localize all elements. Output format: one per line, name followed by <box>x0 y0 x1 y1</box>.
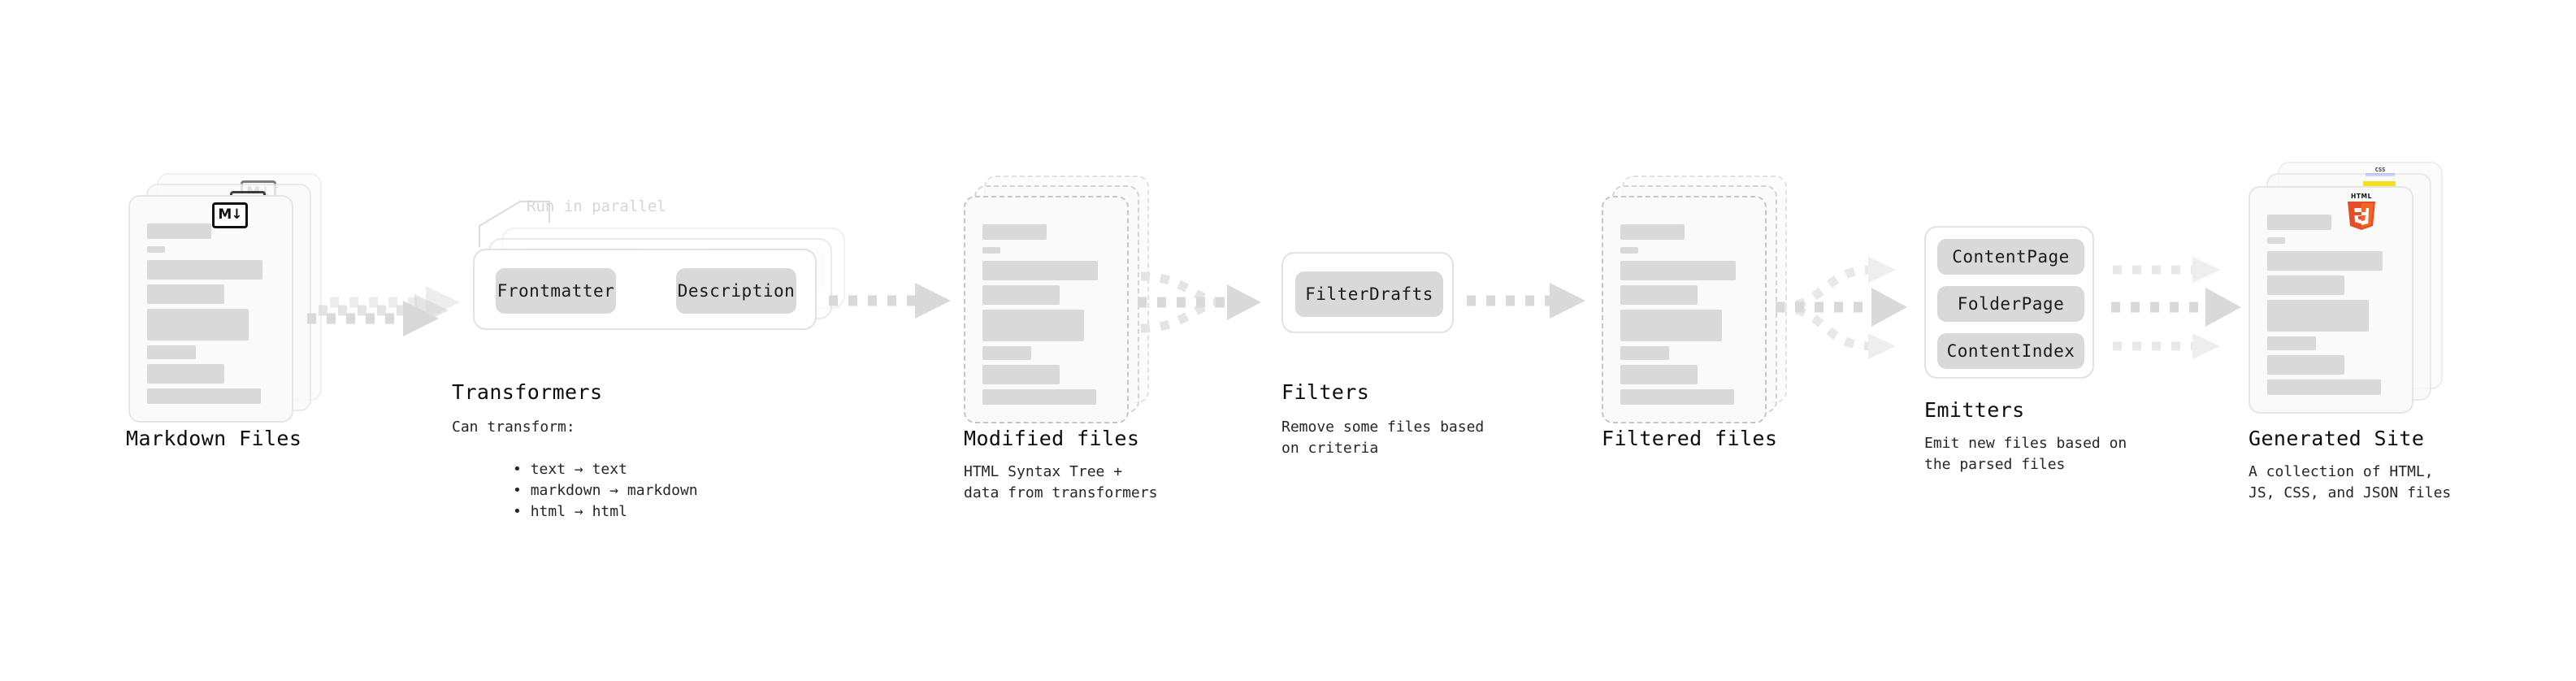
file-bar <box>982 224 1047 240</box>
file-bar <box>982 346 1031 360</box>
transformers-bullet-1-label: markdown → markdown <box>530 482 698 500</box>
stage-title-emitters: Emitters <box>1924 398 2025 422</box>
file-bar <box>2267 215 2331 230</box>
emitter-chip-folderpage-label: FolderPage <box>1957 294 2065 314</box>
transformers-bullet-1: • markdown → markdown <box>460 459 698 523</box>
file-bar <box>2267 275 2344 295</box>
filters-group: FilterDrafts <box>1281 252 1454 333</box>
stage-title-filters: Filters <box>1281 380 1370 404</box>
transformer-chip-description[interactable]: Description <box>676 268 796 314</box>
svg-text:HTML: HTML <box>2351 193 2372 200</box>
file-bar <box>147 388 261 404</box>
file-bar <box>1620 224 1685 240</box>
file-bar <box>982 261 1098 280</box>
generated-site-subtitle: A collection of HTML, JS, CSS, and JSON … <box>2249 463 2452 502</box>
stage-title-markdown-files: Markdown Files <box>126 427 302 450</box>
transformer-chip-description-label: Description <box>677 281 796 301</box>
markdown-badge: M↓ <box>212 202 248 228</box>
arrow-filters-to-filtered <box>1467 276 1613 325</box>
file-bar <box>982 365 1060 384</box>
arrow-transformers-to-modified <box>829 276 975 325</box>
file-bar <box>2267 300 2369 332</box>
emitter-chip-contentindex-label: ContentIndex <box>1946 341 2075 361</box>
file-bar <box>982 389 1096 405</box>
file-bar <box>982 310 1084 341</box>
arrow-emitters-to-site <box>2111 244 2274 374</box>
file-bar <box>1620 285 1698 305</box>
stage-title-modified-files: Modified files <box>964 427 1140 450</box>
file-bar <box>2267 380 2381 395</box>
modified-file-card <box>964 196 1129 423</box>
svg-text:CSS: CSS <box>2375 167 2386 173</box>
filtered-file-card <box>1602 196 1767 423</box>
file-bar <box>1620 261 1736 280</box>
run-in-parallel-label: Run in parallel <box>527 197 666 215</box>
file-bar <box>147 260 262 280</box>
file-bar <box>1620 389 1734 405</box>
emitter-chip-contentindex[interactable]: ContentIndex <box>1937 333 2084 369</box>
transformer-chip-frontmatter-label: Frontmatter <box>497 281 615 301</box>
transformers-bullet-0-label: text → text <box>530 461 627 479</box>
transformers-bullet-2-label: html → html <box>530 503 627 521</box>
file-bar <box>147 309 249 340</box>
arrow-modified-to-filters <box>1138 252 1300 349</box>
modified-files-subtitle: HTML Syntax Tree + data from transformer… <box>964 463 1158 502</box>
file-bar <box>1620 365 1698 384</box>
emitters-group: ContentPage FolderPage ContentIndex <box>1924 226 2094 379</box>
run-in-parallel-leader <box>478 200 575 249</box>
markdown-badge-label: M↓ <box>218 206 242 223</box>
file-bar <box>147 223 211 239</box>
file-bar <box>2267 355 2344 375</box>
file-bar <box>147 246 165 253</box>
html5-badge: HTML <box>2344 192 2379 232</box>
file-bar <box>2267 336 2316 350</box>
arrow-filtered-to-emitters <box>1776 244 1938 374</box>
emitter-chip-contentpage[interactable]: ContentPage <box>1937 239 2084 275</box>
stage-title-filtered-files: Filtered files <box>1602 427 1778 450</box>
emitter-chip-contentpage-label: ContentPage <box>1952 247 2070 267</box>
emitters-subtitle: Emit new files based on the parsed files <box>1924 435 2127 474</box>
file-bar <box>1620 346 1669 360</box>
markdown-file-card <box>128 195 293 423</box>
file-bar <box>982 285 1060 305</box>
file-bar <box>147 284 224 304</box>
transformers-bullet-2: • html → html <box>460 480 627 544</box>
site-file-card <box>2249 186 2413 414</box>
transformer-group: Frontmatter Description <box>473 249 817 330</box>
file-bar <box>2267 237 2285 244</box>
file-bar <box>2267 251 2383 271</box>
bullet-dot: • <box>513 503 531 521</box>
stage-title-generated-site: Generated Site <box>2249 427 2425 450</box>
file-bar <box>147 345 196 359</box>
stage-title-transformers: Transformers <box>452 380 603 404</box>
arrow-markdown-to-transformers <box>307 271 470 361</box>
file-bar <box>982 247 1000 254</box>
filter-chip-filterdrafts-label: FilterDrafts <box>1305 284 1433 304</box>
filter-chip-filterdrafts[interactable]: FilterDrafts <box>1295 271 1443 317</box>
filters-subtitle: Remove some files based on criteria <box>1281 419 1485 458</box>
bullet-dot: • <box>513 461 531 479</box>
transformers-subtitle: Can transform: <box>452 419 575 436</box>
transformers-bullet-0: • text → text <box>460 438 627 501</box>
file-bar <box>1620 247 1638 254</box>
transformer-chip-frontmatter[interactable]: Frontmatter <box>496 268 616 314</box>
file-bar <box>1620 310 1722 341</box>
emitter-chip-folderpage[interactable]: FolderPage <box>1937 286 2084 322</box>
file-bar <box>147 364 224 384</box>
bullet-dot: • <box>513 482 531 500</box>
